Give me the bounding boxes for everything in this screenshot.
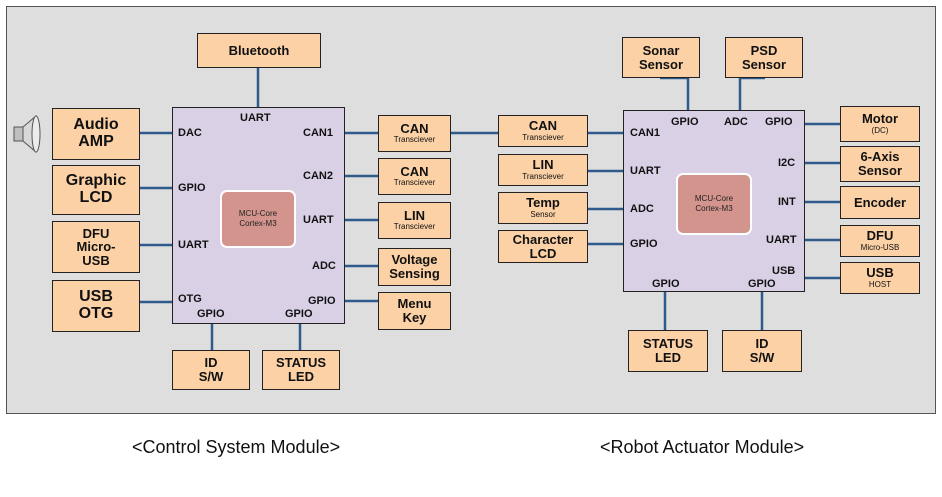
character-lcd-label: Character LCD <box>512 231 574 261</box>
robot-can-label: CAN <box>528 118 558 134</box>
pin-gpio-left: GPIO <box>178 182 206 194</box>
menu-key-block: Menu Key <box>378 292 451 330</box>
robot-status-led-block: STATUS LED <box>628 330 708 372</box>
graphic-lcd-label: Graphic LCD <box>65 172 127 206</box>
wire-psd <box>738 76 765 110</box>
usb-otg-label: USB OTG <box>78 288 114 322</box>
usb-host-sub: HOST <box>868 279 892 289</box>
control-caption: <Control System Module> <box>132 437 341 457</box>
temp-sub: Sensor <box>530 209 556 219</box>
robot-dfu-sub: Micro-USB <box>860 242 900 252</box>
graphic-lcd-block: Graphic LCD <box>52 165 140 215</box>
sonar-sensor-label: Sonar Sensor <box>638 42 684 72</box>
robot-dfu-block: DFU Micro-USB <box>840 225 920 257</box>
can1-label: CAN <box>400 120 429 136</box>
lin-label: LIN <box>404 207 425 223</box>
robot-core-line1: MCU-Core <box>694 194 734 204</box>
robot-pin-i2c: I2C <box>778 157 796 169</box>
robot-pin-gpio-bottom-left: GPIO <box>652 278 680 290</box>
pin-adc: ADC <box>312 260 336 272</box>
six-axis-sensor-block: 6-Axis Sensor <box>840 146 920 182</box>
robot-lin-label: LIN <box>532 157 554 173</box>
robot-pin-gpio-top-right: GPIO <box>765 116 793 128</box>
voltage-sensing-label: Voltage Sensing <box>389 252 440 281</box>
control-id-sw-label: ID S/W <box>198 355 224 384</box>
robot-id-sw-block: ID S/W <box>722 330 802 372</box>
robot-pin-gpio-bottom-right: GPIO <box>748 278 776 290</box>
robot-pin-int: INT <box>778 196 796 208</box>
robot-can-transceiver-block: CAN Transciever <box>498 115 588 147</box>
pin-uart-top: UART <box>240 112 271 124</box>
lin-transceiver-block: LIN Transciever <box>378 202 451 239</box>
pin-gpio-right: GPIO <box>308 295 336 307</box>
can2-transceiver-block: CAN Transciever <box>378 158 451 195</box>
robot-pin-gpio-left: GPIO <box>630 238 658 250</box>
dfu-micro-usb-block: DFU Micro- USB <box>52 221 140 273</box>
wire-sonar <box>660 76 690 110</box>
pin-otg: OTG <box>178 293 202 305</box>
robot-caption: <Robot Actuator Module> <box>600 437 805 457</box>
pin-uart-right: UART <box>303 214 334 226</box>
robot-core-line2: Cortex-M3 <box>695 204 733 213</box>
pin-dac: DAC <box>178 127 202 139</box>
dfu-micro-usb-label: DFU Micro- USB <box>76 225 116 268</box>
voltage-sensing-block: Voltage Sensing <box>378 248 451 286</box>
pin-uart-left: UART <box>178 239 209 251</box>
control-id-sw-block: ID S/W <box>172 350 250 390</box>
pin-gpio-bottom-right: GPIO <box>285 308 313 320</box>
speaker-icon <box>13 114 41 154</box>
robot-id-sw-label: ID S/W <box>749 336 775 365</box>
encoder-block: Encoder <box>840 186 920 219</box>
control-mcu-core: MCU-Core Cortex-M3 <box>220 190 296 248</box>
six-axis-sensor-label: 6-Axis Sensor <box>857 149 903 178</box>
can2-label: CAN <box>400 163 429 179</box>
control-core-line1: MCU-Core <box>238 209 278 219</box>
temp-sensor-block: Temp Sensor <box>498 192 588 224</box>
psd-sensor-label: PSD Sensor <box>741 42 787 72</box>
bluetooth-block: Bluetooth <box>197 33 321 68</box>
robot-pin-adc: ADC <box>630 203 654 215</box>
motor-label: Motor <box>861 111 899 127</box>
temp-label: Temp <box>526 195 560 211</box>
encoder-label: Encoder <box>853 194 906 210</box>
motor-sub: (DC) <box>871 125 889 135</box>
menu-key-label: Menu Key <box>397 296 432 325</box>
robot-status-led-label: STATUS LED <box>642 336 694 365</box>
usb-host-label: USB <box>866 265 894 281</box>
psd-sensor-block: PSD Sensor <box>725 37 803 78</box>
motor-block: Motor (DC) <box>840 106 920 142</box>
audio-amp-label: Audio AMP <box>73 116 119 150</box>
can1-transceiver-block: CAN Transciever <box>378 115 451 152</box>
pin-can1: CAN1 <box>303 127 333 139</box>
robot-pin-uart-right: UART <box>766 234 797 246</box>
robot-dfu-label: DFU <box>866 228 894 244</box>
robot-pin-adc-top: ADC <box>724 116 748 128</box>
bluetooth-label: Bluetooth <box>228 42 290 58</box>
sonar-sensor-block: Sonar Sensor <box>622 37 700 78</box>
robot-lin-sub: Transciever <box>522 171 564 181</box>
can1-sub: Transciever <box>393 135 436 145</box>
robot-pin-can1: CAN1 <box>630 127 660 139</box>
lin-sub: Transciever <box>393 222 436 232</box>
can2-sub: Transciever <box>393 178 436 188</box>
usb-host-block: USB HOST <box>840 262 920 294</box>
control-status-led-block: STATUS LED <box>262 350 340 390</box>
character-lcd-block: Character LCD <box>498 230 588 263</box>
robot-can-sub: Transciever <box>522 132 564 142</box>
pin-can2: CAN2 <box>303 170 333 182</box>
robot-lin-transceiver-block: LIN Transciever <box>498 154 588 186</box>
robot-mcu-core: MCU-Core Cortex-M3 <box>676 173 752 235</box>
usb-otg-block: USB OTG <box>52 280 140 332</box>
robot-pin-usb: USB <box>772 265 796 277</box>
control-status-led-label: STATUS LED <box>275 355 327 384</box>
pin-gpio-bottom-left: GPIO <box>197 308 225 320</box>
control-core-line2: Cortex-M3 <box>239 219 277 228</box>
audio-amp-block: Audio AMP <box>52 108 140 160</box>
robot-pin-gpio-top: GPIO <box>671 116 699 128</box>
robot-pin-uart: UART <box>630 165 661 177</box>
